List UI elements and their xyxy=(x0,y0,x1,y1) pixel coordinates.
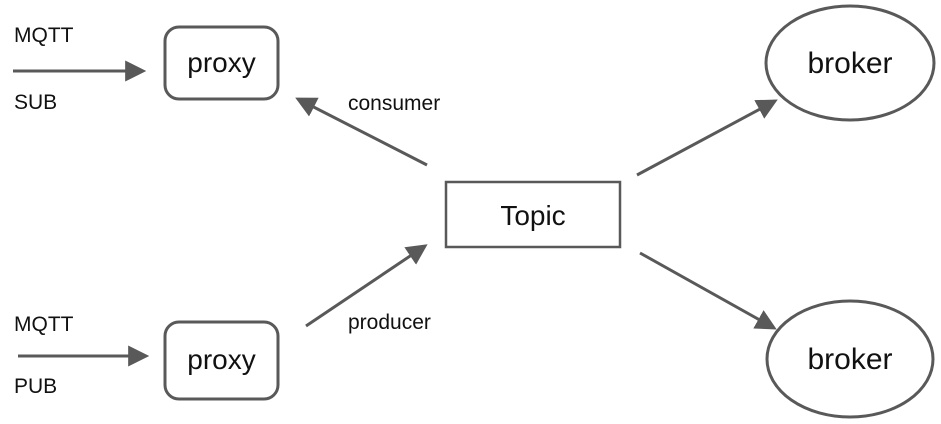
mqtt-label-bottom: MQTT xyxy=(14,313,74,336)
topic-to-broker-top-arrow xyxy=(636,99,778,177)
proxy-node-bottom-shape xyxy=(163,320,280,401)
consumer-edge-label: consumer xyxy=(348,92,440,115)
topic-node: Topic xyxy=(444,180,622,249)
proxy-node-bottom-label: proxy xyxy=(187,344,255,375)
topic-to-broker-bottom-arrow xyxy=(639,251,777,330)
proxy-bottom-to-topic-arrow xyxy=(305,244,428,328)
sub-label: SUB xyxy=(14,91,57,114)
broker-node-bottom: broker xyxy=(765,299,935,419)
proxy-node-bottom: proxy xyxy=(163,320,280,401)
producer-edge-label: producer xyxy=(348,311,431,334)
topic-node-label: Topic xyxy=(500,200,565,231)
topic-node-shape xyxy=(444,180,622,249)
broker-node-bottom-shape xyxy=(765,299,935,419)
proxy-node-top: proxy xyxy=(163,25,280,101)
proxy-node-top-label: proxy xyxy=(187,47,255,78)
broker-node-top-shape xyxy=(764,4,936,122)
broker-node-top: broker xyxy=(764,4,936,122)
mqtt-label-top: MQTT xyxy=(14,24,74,47)
broker-node-top-label: broker xyxy=(807,47,892,80)
proxy-node-top-shape xyxy=(163,25,280,101)
broker-node-bottom-label: broker xyxy=(807,343,892,376)
topic-to-proxy-top-arrow xyxy=(295,97,428,167)
pub-label: PUB xyxy=(14,375,57,398)
